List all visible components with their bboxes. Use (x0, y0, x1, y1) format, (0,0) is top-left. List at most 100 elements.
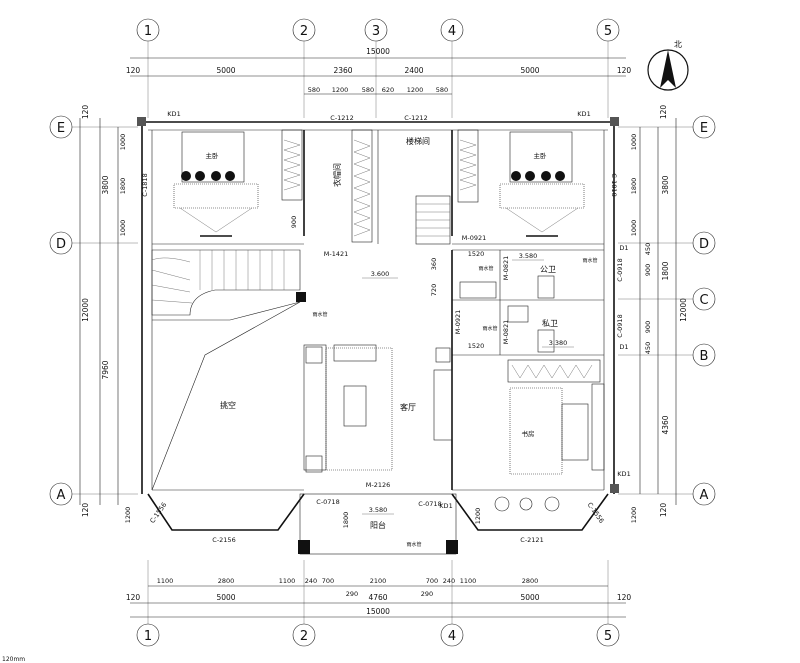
tag-m0921-a: M-0921 (462, 234, 487, 242)
dim-bot-290b: 290 (421, 590, 433, 598)
dim-left-1800: 1800 (119, 178, 127, 195)
stair-straight (415, 195, 451, 245)
dim-bot-2100: 2100 (370, 577, 387, 585)
room-closet: 衣帽间 (332, 163, 342, 187)
top-dimensions: 15000 120 5000 2360 2400 5000 120 580 12… (126, 47, 632, 95)
dim-right-120a: 120 (659, 105, 668, 120)
dim-top-total: 15000 (366, 47, 390, 56)
dim-right-3800: 3800 (661, 175, 670, 194)
dim-top-5000b: 5000 (520, 66, 539, 75)
small-dims: 900 1520 1520 720 360 1800 1200 (290, 216, 484, 528)
axis-left-A: A (57, 488, 66, 503)
dim-right-4360: 4360 (661, 415, 670, 434)
dim-left-1200: 1200 (124, 507, 132, 524)
sdim-1520b: 1520 (468, 342, 485, 350)
north-arrow-icon: 北 (647, 40, 689, 91)
tag-kd1-a: KD1 (167, 110, 180, 118)
dim-top-1200b: 1200 (407, 86, 424, 94)
dim-left-1000a: 1000 (119, 134, 127, 151)
note-pipe-d: 雨水管 (582, 257, 597, 264)
dim-right-450a: 450 (644, 243, 652, 255)
dim-left-120a: 120 (81, 105, 90, 120)
dim-bot-5000b: 5000 (520, 593, 539, 602)
levels: 3.600 3.580 3.380 3.580 (362, 252, 574, 515)
dim-left-120b: 120 (81, 503, 90, 518)
level-hall: 3.600 (371, 270, 390, 278)
north-label: 北 (674, 40, 682, 49)
axis-right-A: A (700, 488, 709, 503)
dim-top-2360: 2360 (333, 66, 352, 75)
dim-right-1000a: 1000 (630, 134, 638, 151)
tag-c2121: C-2121 (520, 536, 543, 544)
tag-c0918-b: C-0918 (616, 314, 624, 337)
axis-right-B: B (700, 349, 709, 364)
tag-d1-b: D1 (619, 343, 628, 351)
note-pipe-b: 雨水管 (478, 265, 493, 272)
right-dimensions: 1000 1800 1000 450 900 900 450 1200 3800… (630, 105, 688, 524)
sdim-1800: 1800 (342, 512, 350, 529)
bed-right: 主卧 (499, 131, 585, 237)
study-furniture: 书房 (507, 359, 605, 475)
tag-c1818-left: C-1818 (141, 173, 149, 196)
axis-right-C: C (699, 293, 708, 308)
tag-c1818-right: C-1818 (610, 173, 618, 196)
axis-left-D: D (56, 237, 66, 252)
room-stairwell: 楼梯间 (406, 136, 430, 146)
tag-c0718-a: C-0718 (316, 498, 339, 506)
dim-bot-120a: 120 (126, 593, 141, 602)
room-living: 客厅 (400, 402, 416, 412)
dim-top-120b: 120 (617, 66, 632, 75)
dim-bot-4760: 4760 (368, 593, 387, 602)
axis-bottom-5: 5 (604, 629, 612, 644)
tag-m0921-b: M-0921 (454, 310, 462, 335)
sdim-1520a: 1520 (468, 250, 485, 258)
tag-m1421: M-1421 (324, 250, 349, 258)
sdim-720: 720 (430, 284, 438, 296)
room-void: 挑空 (220, 400, 236, 410)
axis-bottom-2: 2 (300, 629, 308, 644)
tag-c2156: C-2156 (212, 536, 235, 544)
bed-right-label: 主卧 (534, 151, 548, 160)
level-public-wc: 3.580 (519, 252, 538, 260)
tag-kd1-b: KD1 (577, 110, 590, 118)
axis-right-D: D (699, 237, 709, 252)
sdim-360: 360 (430, 258, 438, 270)
dim-top-580c: 580 (436, 86, 448, 94)
dim-bot-5000a: 5000 (216, 593, 235, 602)
dim-right-120b: 120 (659, 503, 668, 518)
sdim-900: 900 (290, 216, 298, 228)
dim-left-3800: 3800 (101, 175, 110, 194)
tag-c0718-b: C-0718 (418, 500, 441, 508)
dim-top-120a: 120 (126, 66, 141, 75)
dim-bot-120b: 120 (617, 593, 632, 602)
axis-right-E: E (700, 121, 708, 136)
stair-curved (151, 249, 301, 491)
dim-right-900a: 900 (644, 264, 652, 276)
columns (137, 117, 619, 493)
dim-top-1200a: 1200 (332, 86, 349, 94)
axis-left-E: E (57, 121, 65, 136)
dim-bot-700b: 700 (426, 577, 438, 585)
wardrobes (281, 129, 479, 243)
axis-top-2: 2 (300, 24, 308, 39)
dim-left-1000b: 1000 (119, 220, 127, 237)
dim-right-900b: 900 (644, 321, 652, 333)
dim-bot-total: 15000 (366, 607, 390, 616)
notes: 雨水管 雨水管 雨水管 雨水管 雨水管 120mm (2, 257, 598, 663)
bath-fixtures (459, 275, 555, 353)
tag-d1-a: D1 (619, 244, 628, 252)
study-label: 书房 (522, 429, 535, 438)
axis-bottom-4: 4 (448, 629, 456, 644)
note-pipe-e: 雨水管 (406, 541, 421, 548)
dim-top-5000a: 5000 (216, 66, 235, 75)
dim-bot-1100a: 1100 (157, 577, 174, 585)
dim-right-12000: 12000 (679, 298, 688, 322)
axis-bottom-1: 1 (144, 629, 152, 644)
dim-right-450b: 450 (644, 342, 652, 354)
tag-m0821-a: M-0821 (502, 256, 510, 281)
level-balcony: 3.580 (369, 506, 388, 514)
dim-bot-700a: 700 (322, 577, 334, 585)
dim-bot-2800b: 2800 (522, 577, 539, 585)
tag-c1212-right: C-1212 (404, 114, 427, 122)
